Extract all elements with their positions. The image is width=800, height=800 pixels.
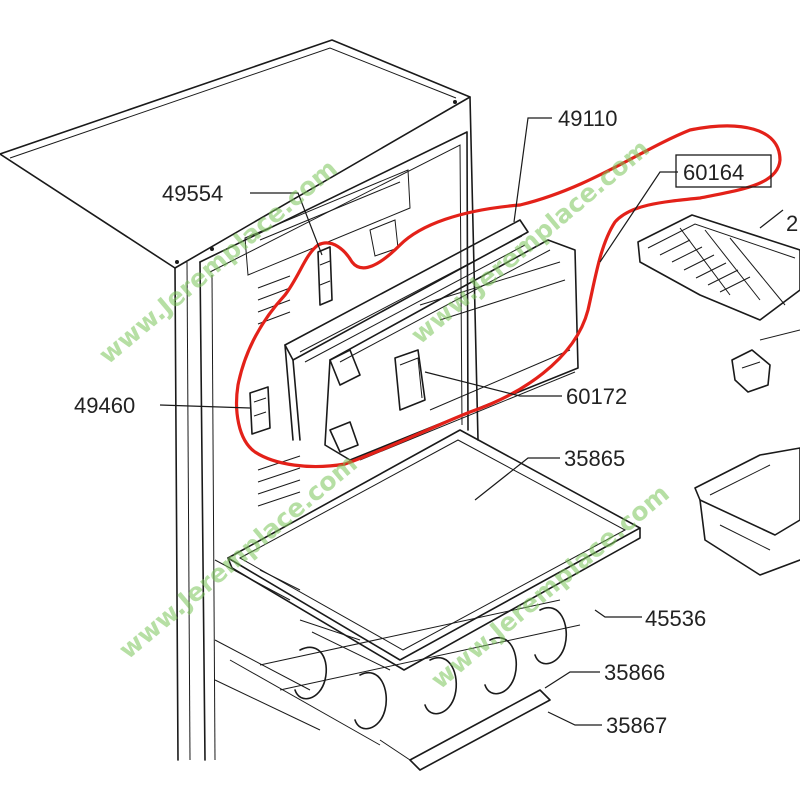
part-label-60172: 60172: [566, 384, 627, 409]
bottom-rail: [379, 689, 551, 771]
ice-tray: [637, 214, 800, 321]
part-label-35867: 35867: [606, 713, 667, 738]
small-bracket: [731, 329, 800, 393]
part-label-box-60164: [675, 154, 772, 188]
watermark-text: www.Jeremplace.com: [405, 134, 655, 350]
freezer-door: [249, 219, 579, 461]
watermark-group: www.Jeremplace.com www.Jeremplace.com ww…: [93, 134, 675, 695]
bottle-rack: [259, 599, 581, 730]
part-label-49460: 49460: [74, 393, 135, 418]
part-label-35865: 35865: [564, 446, 625, 471]
glass-shelf: [227, 429, 641, 671]
part-label-49110: 49110: [558, 106, 618, 131]
leader-lines: [159, 117, 784, 726]
part-label-45536: 45536: [645, 606, 706, 631]
watermark-text: www.Jeremplace.com: [113, 449, 363, 665]
part-label-49554: 49554: [162, 181, 223, 206]
crisper-box: [694, 447, 800, 576]
fridge-cabinet: [0, 39, 479, 761]
highlight-outline: [234, 124, 782, 469]
part-label-35866: 35866: [604, 660, 665, 685]
part-labels: 49110 60164 49554 2 49460 60172 35865 45…: [74, 106, 798, 738]
part-label-2: 2: [786, 211, 798, 236]
part-label-60164: 60164: [683, 160, 744, 185]
